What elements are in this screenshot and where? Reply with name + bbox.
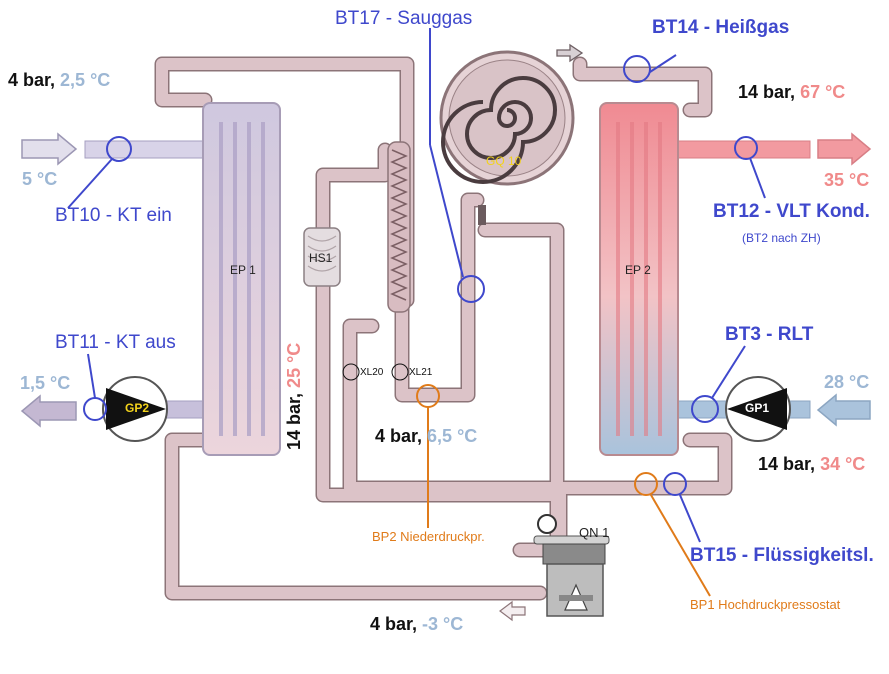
brine-pipes <box>20 132 211 428</box>
compressor-gq10 <box>439 43 584 225</box>
sensor-markers <box>67 28 766 543</box>
label-bt11: BT11 - KT aus <box>55 332 176 353</box>
temperature-value: 2,5 °C <box>60 70 111 90</box>
evaporator-ep1 <box>202 102 281 456</box>
filter-dryer-hs1 <box>303 227 341 287</box>
label-xl21: XL21 <box>409 367 433 378</box>
outflow-arrow <box>499 600 526 622</box>
label-bp1: BP1 Hochdruckpressostat <box>690 597 841 612</box>
sensor-bt10-marker <box>106 136 132 162</box>
label-xl20: XL20 <box>360 367 384 378</box>
reading-rlt: 28 °C <box>824 372 870 392</box>
reading-suction: 4 bar, 6,5 °C <box>375 427 477 445</box>
label-gp2: GP2 <box>125 401 150 415</box>
label-ep2: EP 2 <box>625 263 651 277</box>
reading-hot-gas: 14 bar, 67 °C <box>738 83 845 101</box>
connection-xl20-marker <box>342 363 360 381</box>
condenser-ep2 <box>599 102 679 456</box>
label-gp1: GP1 <box>745 401 770 415</box>
temperature-value: 6,5 °C <box>427 426 478 446</box>
temperature-value: 25 °C <box>284 342 304 388</box>
connection-xl21-marker <box>391 363 409 381</box>
reading-mid-vertical: 14 bar, 25 °C <box>284 342 304 450</box>
sensor-bt12-marker <box>734 136 758 160</box>
label-hs1: HS1 <box>309 251 333 265</box>
pressure-value: 14 bar, <box>284 392 304 450</box>
label-bt3: BT3 - RLT <box>725 324 814 345</box>
label-ep1: EP 1 <box>230 263 256 277</box>
pump-gp2 <box>102 376 168 442</box>
reading-liquid: 14 bar, 34 °C <box>758 455 865 473</box>
suction-gas-heat-exchanger <box>387 141 411 313</box>
label-bt14: BT14 - Heißgas <box>652 17 790 38</box>
reading-top-left: 4 bar, 2,5 °C <box>8 71 110 89</box>
reading-kt-in: 5 °C <box>22 169 58 189</box>
label-bt10: BT10 - KT ein <box>55 205 172 226</box>
expansion-valve-qn1 <box>533 514 610 617</box>
temperature-value: 34 °C <box>820 454 866 474</box>
label-bt12-note: (BT2 nach ZH) <box>742 231 821 245</box>
sensor-bt14-marker <box>623 55 651 83</box>
reading-kt-out: 1,5 °C <box>20 373 71 393</box>
label-bt12: BT12 - VLT Kond. <box>713 201 870 222</box>
pressostat-bp1-marker <box>634 472 658 496</box>
label-bt17: BT17 - Sauggas <box>335 8 473 29</box>
temperature-value: -3 °C <box>422 614 464 634</box>
pressure-value: 4 bar, <box>375 426 423 446</box>
label-qn1: QN 1 <box>579 525 610 540</box>
sensor-bt17-marker <box>457 275 485 303</box>
sensor-bt15-marker <box>663 472 687 496</box>
reading-vlt: 35 °C <box>824 170 870 190</box>
temperature-value: 67 °C <box>800 82 846 102</box>
sensor-bt3-marker <box>691 395 719 423</box>
pump-gp1 <box>725 376 791 442</box>
reading-bottom: 4 bar, -3 °C <box>370 615 463 633</box>
pressostat-markers <box>416 384 711 597</box>
label-bp2: BP2 Niederdruckpr. <box>372 529 485 544</box>
pressure-value: 14 bar, <box>738 82 796 102</box>
label-gq10: GQ 10 <box>486 154 522 168</box>
pressure-value: 4 bar, <box>8 70 56 90</box>
pressure-value: 4 bar, <box>370 614 418 634</box>
label-bt15: BT15 - Flüssigkeitsl. <box>690 545 874 566</box>
pressure-value: 14 bar, <box>758 454 816 474</box>
refrigerant-pipes <box>154 56 733 601</box>
